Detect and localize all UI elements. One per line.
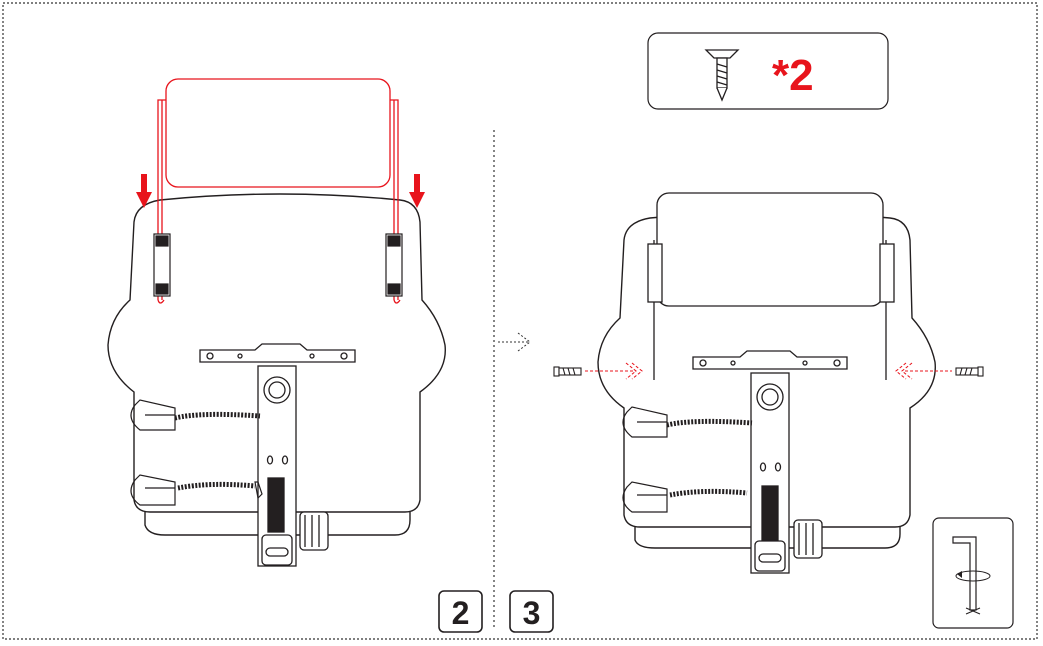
down-arrow-icon [136,174,425,208]
headrest-brackets [153,233,403,297]
tension-knob [267,477,329,551]
step-2-panel [107,78,446,567]
side-screw-right [955,366,984,377]
step-number-3: 3 [523,595,541,631]
lever-cable-bottom [130,474,263,506]
step-number-2: 2 [452,595,470,631]
tension-knob [761,485,823,559]
lever-cable-bottom [622,481,748,513]
step-3-panel [553,192,984,574]
lever-cable-top [130,399,261,431]
insert-direction-arrows [585,362,952,380]
next-step-arrow-icon [498,332,531,352]
step-badge-2: 2 [438,590,483,633]
headrest-installed [647,192,895,380]
allen-key-icon [932,517,1014,629]
screw-icon [704,49,740,102]
step-badge-3: 3 [509,590,554,633]
lever-cable-top [622,406,753,438]
screw-quantity-callout: *2 [647,32,889,110]
side-screw-left [553,366,582,377]
screw-quantity-label: *2 [772,51,814,100]
headrest-red [157,78,401,304]
tilt-mechanism [199,343,356,567]
